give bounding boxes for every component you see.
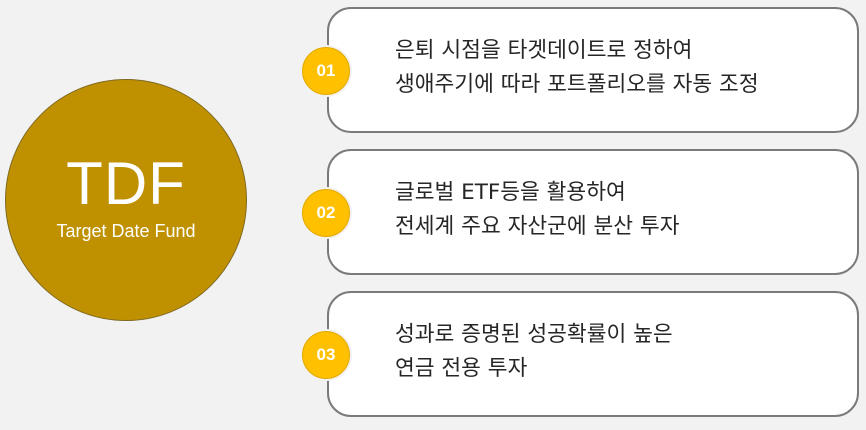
feature-card-3: 성과로 증명된 성공확률이 높은 연금 전용 투자 — [327, 291, 859, 417]
feature-card-1-text: 은퇴 시점을 타겟데이트로 정하여 생애주기에 따라 포트폴리오를 자동 조정 — [395, 34, 845, 102]
tdf-circle: TDF Target Date Fund — [5, 79, 247, 321]
feature-card-3-line-2: 연금 전용 투자 — [395, 356, 528, 381]
hub-title: TDF — [66, 150, 186, 217]
feature-card-1-line-2: 생애주기에 따라 포트폴리오를 자동 조정 — [395, 72, 759, 97]
feature-card-2: 글로벌 ETF등을 활용하여 전세계 주요 자산군에 분산 투자 — [327, 149, 859, 275]
step-badge-3: 03 — [300, 329, 352, 381]
step-badge-1: 01 — [300, 45, 352, 97]
feature-card-1-line-1: 은퇴 시점을 타겟데이트로 정하여 — [395, 38, 693, 63]
feature-card-3-text: 성과로 증명된 성공확률이 높은 연금 전용 투자 — [395, 318, 845, 386]
step-badge-2: 02 — [300, 187, 352, 239]
feature-card-1: 은퇴 시점을 타겟데이트로 정하여 생애주기에 따라 포트폴리오를 자동 조정 — [327, 7, 859, 133]
feature-card-3-line-1: 성과로 증명된 성공확률이 높은 — [395, 322, 673, 347]
feature-card-2-line-1: 글로벌 ETF등을 활용하여 — [395, 180, 626, 205]
hub-subtitle: Target Date Fund — [56, 221, 196, 241]
feature-card-2-text: 글로벌 ETF등을 활용하여 전세계 주요 자산군에 분산 투자 — [395, 176, 845, 244]
feature-card-2-line-2: 전세계 주요 자산군에 분산 투자 — [395, 214, 680, 239]
